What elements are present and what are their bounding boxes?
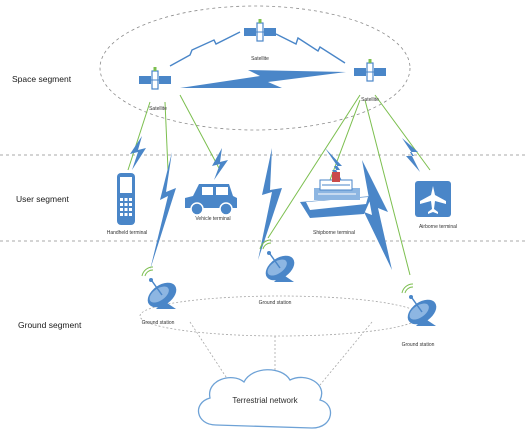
ground-station-label: Ground station <box>258 300 292 306</box>
sat-link-bolt <box>180 70 346 88</box>
satellite-label: Satellite <box>149 106 167 112</box>
vehicle-terminal-icon <box>185 184 237 216</box>
ground-station-icon <box>141 266 182 314</box>
ground-station-icon <box>401 283 442 331</box>
satellite-icon <box>243 18 277 42</box>
airborne-terminal-label: Airborne terminal <box>418 224 458 230</box>
handheld-terminal-label: Handheld terminal <box>106 230 148 236</box>
vehicle-terminal-label: Vehicle terminal <box>195 216 231 222</box>
terrestrial-links <box>189 321 373 386</box>
terrestrial-network-label: Terrestrial network <box>232 396 298 405</box>
shipborne-terminal-label: Shipborne terminal <box>313 230 355 236</box>
inter-satellite-links <box>169 31 346 88</box>
ground-segment-label: Ground segment <box>18 320 82 330</box>
handheld-terminal-icon <box>117 173 135 225</box>
shipborne-terminal-icon <box>300 172 372 218</box>
ground-station-label: Ground station <box>141 320 175 326</box>
user-segment-label: User segment <box>16 194 69 204</box>
satellite-icon <box>353 58 387 82</box>
space-segment-label: Space segment <box>12 74 72 84</box>
radio-bolts <box>130 136 420 270</box>
satellite-label: Satellite <box>251 56 269 62</box>
airborne-terminal-icon <box>415 181 451 217</box>
terrestrial-network-cloud <box>198 369 331 429</box>
ground-station-icon <box>259 239 300 287</box>
space-ellipse <box>99 5 411 131</box>
satellite-icon <box>138 66 172 90</box>
satellite-label: Satellite <box>361 97 379 103</box>
ground-station-label: Ground station <box>401 342 435 348</box>
